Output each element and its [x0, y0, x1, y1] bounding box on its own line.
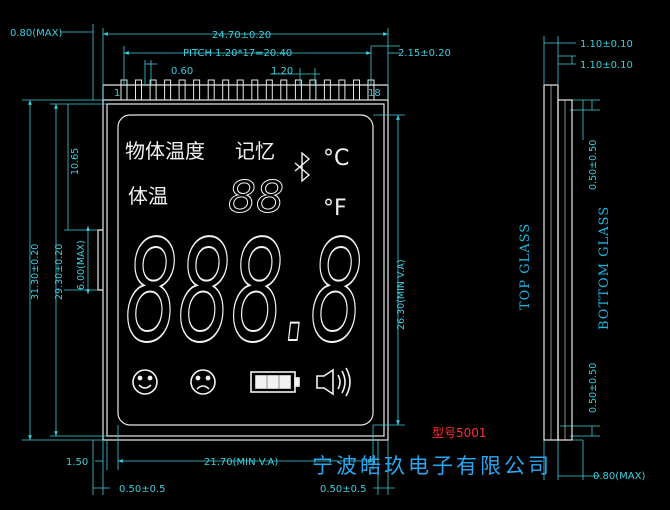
pin-width-label: 0.60	[171, 66, 193, 77]
memory-label: 记忆	[235, 139, 275, 163]
pin	[251, 79, 259, 101]
pin	[149, 79, 157, 101]
height-glass-label: 29.30±0.20	[54, 244, 65, 300]
body-temp-label: 体温	[128, 184, 168, 208]
height-tab-label: 6.00(MAX)	[76, 240, 87, 290]
side-top-1-label: 1.10±0.10	[580, 39, 633, 50]
side-top-2-label: 1.10±0.10	[580, 60, 633, 71]
lcd-segments: 物体温度 记忆 体温 °C °F 88 888.8	[124, 139, 364, 397]
top-glass-label: TOP GLASS	[518, 223, 533, 310]
pin-row	[120, 79, 375, 101]
pin	[280, 79, 288, 101]
side-offset-bottom-label: 0.50±0.50	[588, 363, 599, 413]
overall-width-label: 24.70±0.20	[212, 30, 271, 41]
celsius-unit: °C	[323, 146, 349, 171]
bluetooth-icon	[294, 151, 311, 183]
speaker-icon	[316, 367, 351, 397]
pin	[338, 79, 346, 101]
pin	[193, 79, 201, 101]
sad-face-icon	[190, 369, 216, 395]
height-overall-label: 31.30±0.20	[30, 244, 41, 300]
battery-icon	[250, 371, 300, 393]
pin-first-label: 1	[114, 88, 120, 99]
viewing-width-label: 21.70(MIN V.A)	[204, 457, 278, 468]
pin	[207, 79, 215, 101]
pin	[222, 79, 230, 101]
side-view	[543, 84, 573, 441]
max-thickness-label: 0.80(MAX)	[10, 28, 62, 39]
bottom-margin-label: 1.50	[66, 457, 88, 468]
model-label: 型号5001	[432, 426, 487, 440]
height-upper-label: 10.65	[70, 148, 81, 175]
pin-last-label: 18	[368, 88, 381, 99]
bottom-offset-right-label: 0.50±0.5	[320, 484, 367, 495]
pin	[323, 79, 331, 101]
dimension-labels: 0.80(MAX) 24.70±0.20 PITCH 1.20*17=20.40…	[10, 28, 645, 495]
pin	[178, 79, 186, 101]
bottom-glass-label: BOTTOM GLASS	[597, 206, 612, 330]
pin	[236, 79, 244, 101]
small-digits: 88	[228, 172, 284, 223]
pin	[309, 79, 317, 101]
fahrenheit-unit: °F	[323, 196, 347, 221]
pin-spacing-label: 1.20	[271, 66, 293, 77]
pin	[135, 79, 142, 101]
side-max-label: 0.80(MAX)	[593, 471, 645, 482]
side-offset-top-label: 0.50±0.50	[588, 140, 599, 190]
viewing-height-label: 26.30(MIN V.A)	[396, 259, 407, 330]
dimension-lines	[22, 24, 600, 495]
pin	[294, 79, 302, 101]
smile-face-icon	[132, 369, 158, 395]
pitch-label: PITCH 1.20*17=20.40	[183, 48, 292, 59]
pin-offset-label: 2.15±0.20	[398, 48, 451, 59]
company-name: 宁波皓玖电子有限公司	[312, 454, 552, 478]
pin	[265, 79, 273, 101]
object-temp-label: 物体温度	[125, 139, 205, 163]
main-digits: 888.8	[125, 211, 363, 374]
bottom-offset-left-label: 0.50±0.5	[119, 484, 166, 495]
pin	[353, 79, 360, 101]
pin	[164, 79, 172, 101]
